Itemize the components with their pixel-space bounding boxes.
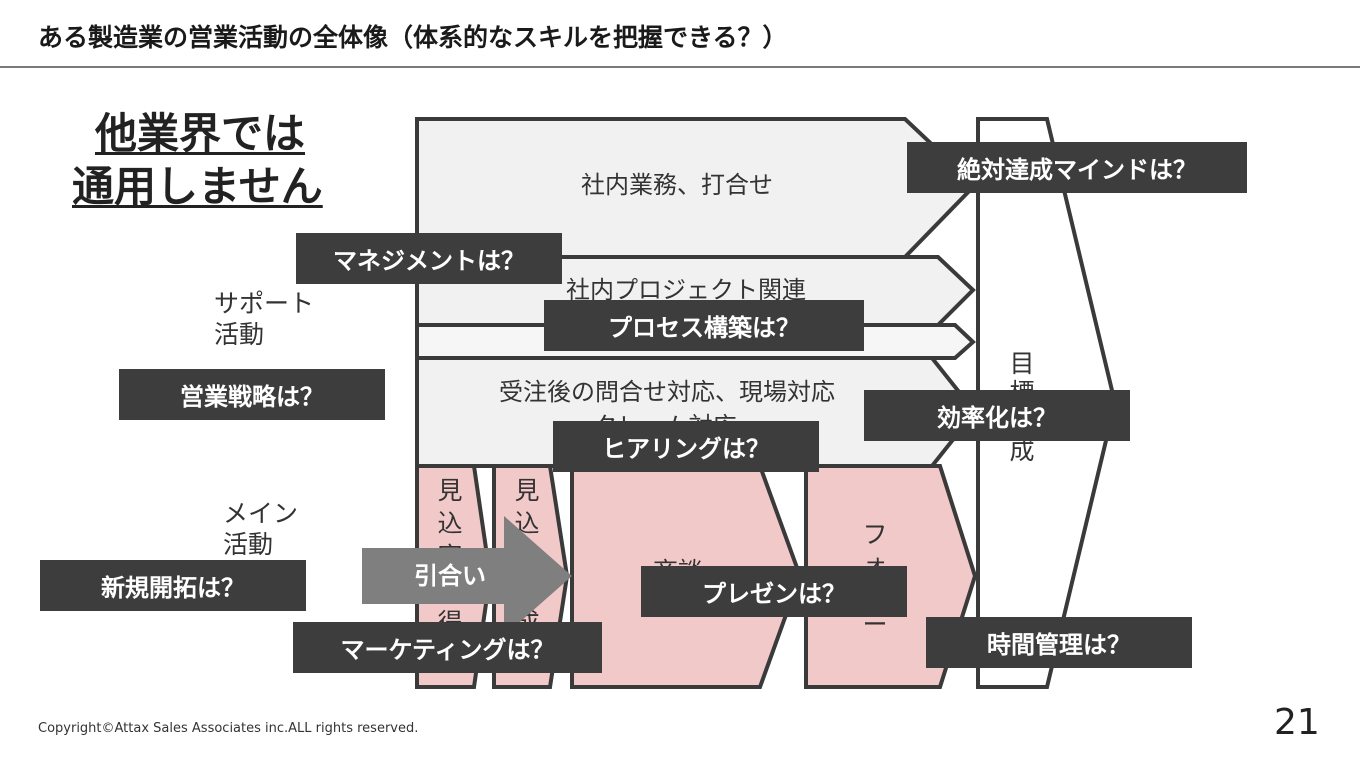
callout-marketing: マーケティングは？ (293, 622, 602, 673)
callout-time-management: 時間管理は？ (926, 617, 1192, 668)
support-label-line-2: 活動 (214, 320, 265, 349)
callout-hearing: ヒアリングは？ (553, 421, 819, 472)
goal-char-1: 目 (1009, 349, 1034, 378)
callout-presentation: プレゼンは？ (641, 566, 907, 617)
callout-efficiency: 効率化は？ (864, 390, 1130, 441)
row-internal-project: 社内プロジェクト関連 (566, 276, 806, 304)
slide-title: ある製造業の営業活動の全体像（体系的なスキルを把握できる？） (38, 23, 788, 52)
col1-char-2: 込 (437, 509, 462, 538)
col1-char-1: 見 (437, 476, 462, 505)
col4-char-1: フ (862, 520, 887, 549)
main-activity-label: メイン 活動 (223, 498, 298, 560)
support-activity-label: サポート 活動 (214, 288, 314, 350)
note-line-2: 通用しません (72, 162, 323, 211)
note-line-1: 他業界では (95, 109, 306, 158)
inquiry-arrow (362, 516, 572, 636)
callout-management: マネジメントは？ (296, 233, 562, 284)
callout-mindset: 絶対達成マインドは？ (907, 142, 1247, 193)
page-number: 21 (1274, 702, 1320, 743)
support-label-line-1: サポート (214, 289, 315, 318)
callout-strategy: 営業戦略は？ (119, 369, 385, 420)
row-internal-work: 社内業務、打合せ (581, 171, 773, 199)
title-divider (0, 66, 1360, 68)
inquiry-arrow-label: 引合い (414, 562, 486, 590)
callout-process: プロセス構築は？ (544, 300, 864, 351)
copyright-text: Copyright©Attax Sales Associates inc.ALL… (38, 721, 419, 736)
row-after-order-line-1: 受注後の問合せ対応、現場対応 (499, 378, 835, 406)
main-label-line-2: 活動 (223, 530, 274, 559)
callout-new-business: 新規開拓は？ (40, 560, 306, 611)
col2-char-1: 見 (514, 476, 539, 505)
main-label-line-1: メイン (223, 499, 299, 528)
